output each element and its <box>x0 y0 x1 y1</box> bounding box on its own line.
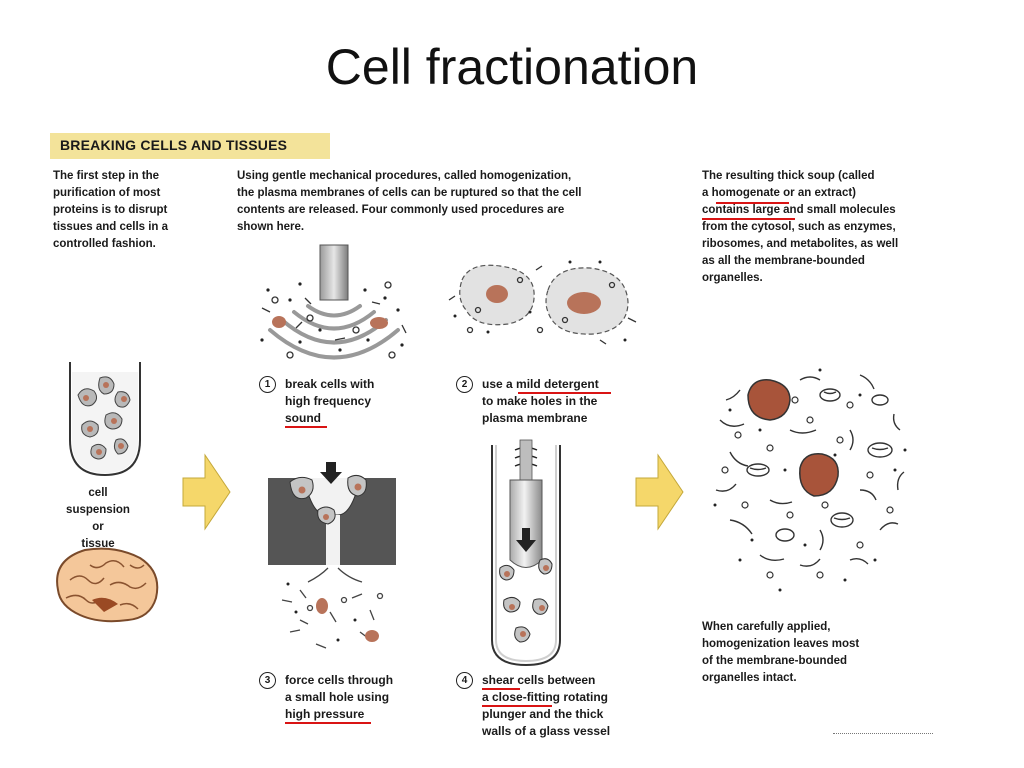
process-arrow-right <box>635 453 684 531</box>
homogenate-text: The resulting thick soup (called a homog… <box>702 170 899 284</box>
brain-tissue <box>56 547 159 623</box>
step-caption-4: shear cells between a close-fitting rota… <box>482 673 611 738</box>
process-arrow-left <box>182 453 231 531</box>
underline-sound <box>285 426 327 428</box>
plunger-illustration <box>491 439 561 667</box>
underline-shear <box>482 688 520 690</box>
step-number-4: 4 <box>456 672 473 689</box>
detergent-illustration <box>448 260 637 345</box>
intro-text: The first step in the purification of mo… <box>53 170 169 250</box>
sonication-illustration <box>260 244 407 360</box>
step-caption-3: force cells through a small hole using h… <box>285 673 394 721</box>
underline-large-small <box>702 218 795 220</box>
underline-close-fitting <box>482 705 552 707</box>
underline-homogenate <box>716 202 789 204</box>
step-number-1: 1 <box>259 376 276 393</box>
step-number-3: 3 <box>259 672 276 689</box>
step-caption-2: use a mild detergent to make holes in th… <box>482 377 599 425</box>
organelles-intact-text: When carefully applied, homogenization l… <box>702 621 860 684</box>
step-caption-1: break cells with high frequency sound <box>285 377 375 425</box>
homogenization-text: Using gentle mechanical procedures, call… <box>237 170 582 233</box>
cell-suspension-tube <box>69 362 141 477</box>
figure-credit <box>833 733 933 737</box>
homogenate-illustration <box>707 365 917 592</box>
underline-mild-detergent <box>518 392 611 394</box>
tube-label: cell suspension or tissue <box>66 487 130 550</box>
section-banner: BREAKING CELLS AND TISSUES <box>50 133 330 159</box>
pressure-illustration <box>268 462 396 649</box>
underline-high-pressure <box>285 722 371 724</box>
slide-title: Cell fractionation <box>325 39 699 95</box>
step-number-2: 2 <box>456 376 473 393</box>
section-banner-label: BREAKING CELLS AND TISSUES <box>60 137 288 153</box>
